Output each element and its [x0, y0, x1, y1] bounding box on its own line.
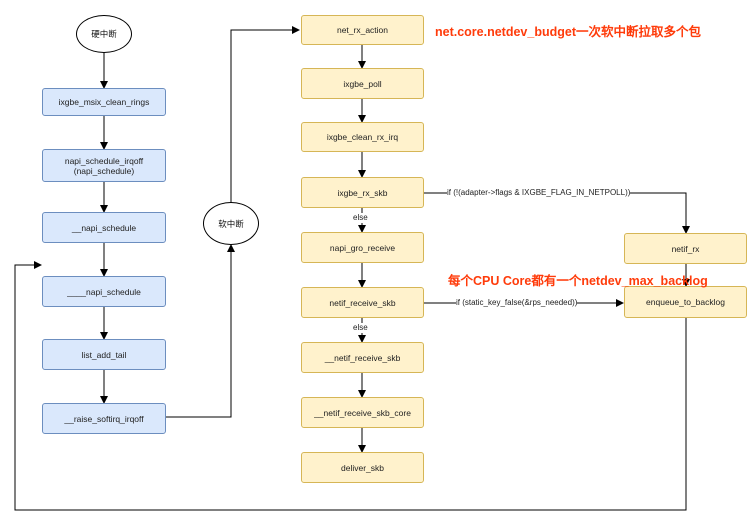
edge-label-else-1: else	[353, 213, 368, 223]
edge-label-else-2: else	[353, 323, 368, 333]
node-ixgbe-poll: ixgbe_poll	[301, 68, 424, 99]
node-ixgbe-msix-clean-rings: ixgbe_msix_clean_rings	[42, 88, 166, 116]
node-raise-softirq-irqoff: __raise_softirq_irqoff	[42, 403, 166, 434]
hard-interrupt-node: 硬中断	[76, 15, 132, 53]
node-netif-receive-skb-core: __netif_receive_skb_core	[301, 397, 424, 428]
node-list-add-tail: list_add_tail	[42, 339, 166, 370]
node-netif-receive-skb: netif_receive_skb	[301, 287, 424, 318]
node-napi-schedule-irqoff: napi_schedule_irqoff (napi_schedule)	[42, 149, 166, 182]
node-netif-receive-skb-2: __netif_receive_skb	[301, 342, 424, 373]
edge-label-rps-condition: if (static_key_false(&rps_needed))	[456, 298, 578, 308]
node-napi-schedule-2: __napi_schedule	[42, 212, 166, 243]
node-ixgbe-clean-rx-irq: ixgbe_clean_rx_irq	[301, 122, 424, 152]
note-netdev-max-backlog: 每个CPU Core都有一个netdev_max_backlog	[448, 274, 708, 288]
arrow-rxskb-to-netifrx	[424, 192, 690, 234]
arrow-softirq-to-netrxaction	[230, 26, 300, 202]
note-netdev-budget: net.core.netdev_budget一次软中断拉取多个包	[435, 25, 701, 39]
edge-label-netpoll-condition: if (!(adapter->flags & IXGBE_FLAG_IN_NET…	[447, 188, 631, 198]
node-napi-schedule-4: ____napi_schedule	[42, 276, 166, 307]
arrow-enqueue-loop-to-napi4	[14, 261, 687, 511]
node-napi-gro-receive: napi_gro_receive	[301, 232, 424, 263]
node-net-rx-action: net_rx_action	[301, 15, 424, 45]
arrow-raise-to-softirq	[165, 244, 235, 418]
soft-interrupt-node: 软中断	[203, 202, 259, 245]
node-ixgbe-rx-skb: ixgbe_rx_skb	[301, 177, 424, 208]
node-enqueue-to-backlog: enqueue_to_backlog	[624, 286, 747, 318]
node-netif-rx: netif_rx	[624, 233, 747, 264]
node-deliver-skb: deliver_skb	[301, 452, 424, 483]
